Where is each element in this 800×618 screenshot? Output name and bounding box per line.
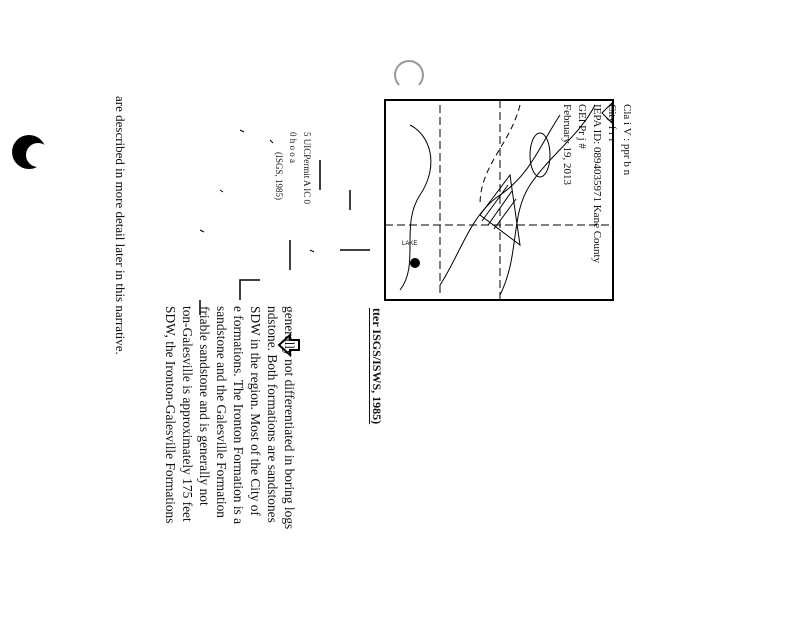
figure-label: 0 h o o a: [288, 132, 298, 163]
body-line: friable sandstone and is generally not: [197, 306, 212, 506]
header-line: February 19, 2013: [561, 104, 573, 185]
body-line: ton-Galesville is approximately 175 feet: [180, 306, 195, 522]
figure-labels: 5 UICPermit A IC 0 0 h o o a (ISGS, 1985…: [272, 132, 314, 204]
punch-hole-mark: [12, 135, 50, 169]
punch-hole-mark: [394, 60, 424, 90]
header-line: GEI Pr j #: [576, 104, 588, 149]
north-arrow-icon: [277, 332, 300, 358]
map-label: LAKE: [402, 241, 417, 247]
document-header: Cla i V : ppr b n City f r r IEPA ID: 08…: [559, 104, 634, 263]
body-line: ndstone. Both formations are sandstones: [265, 306, 280, 523]
figure-caption: tter ISGS/ISWS, 1985): [370, 308, 384, 425]
header-line: Cla i V : ppr b n: [621, 104, 633, 176]
body-line: e formations. The Ironton Formation is a: [231, 306, 246, 525]
body-line: SDW in the region. Most of the City of: [248, 306, 263, 516]
figure-label: (ISGS, 1985): [274, 152, 284, 201]
figure-label: 5 UICPermit A IC 0: [302, 132, 312, 205]
body-line: generally not differentiated in boring l…: [282, 306, 297, 530]
map-scatter-marks: [199, 129, 370, 315]
geologic-map-figure: LAKE: [384, 99, 614, 301]
body-text: generally not differentiated in boring l…: [162, 306, 298, 529]
header-line: IEPA ID: 0894035971 Kane County: [591, 104, 603, 264]
body-line: sandstone and the Galesville Formation: [214, 306, 229, 518]
body-last-line: are described in more detail later in th…: [113, 96, 128, 355]
body-line: SDW, the Ironton-Galesville Formations: [163, 306, 178, 524]
